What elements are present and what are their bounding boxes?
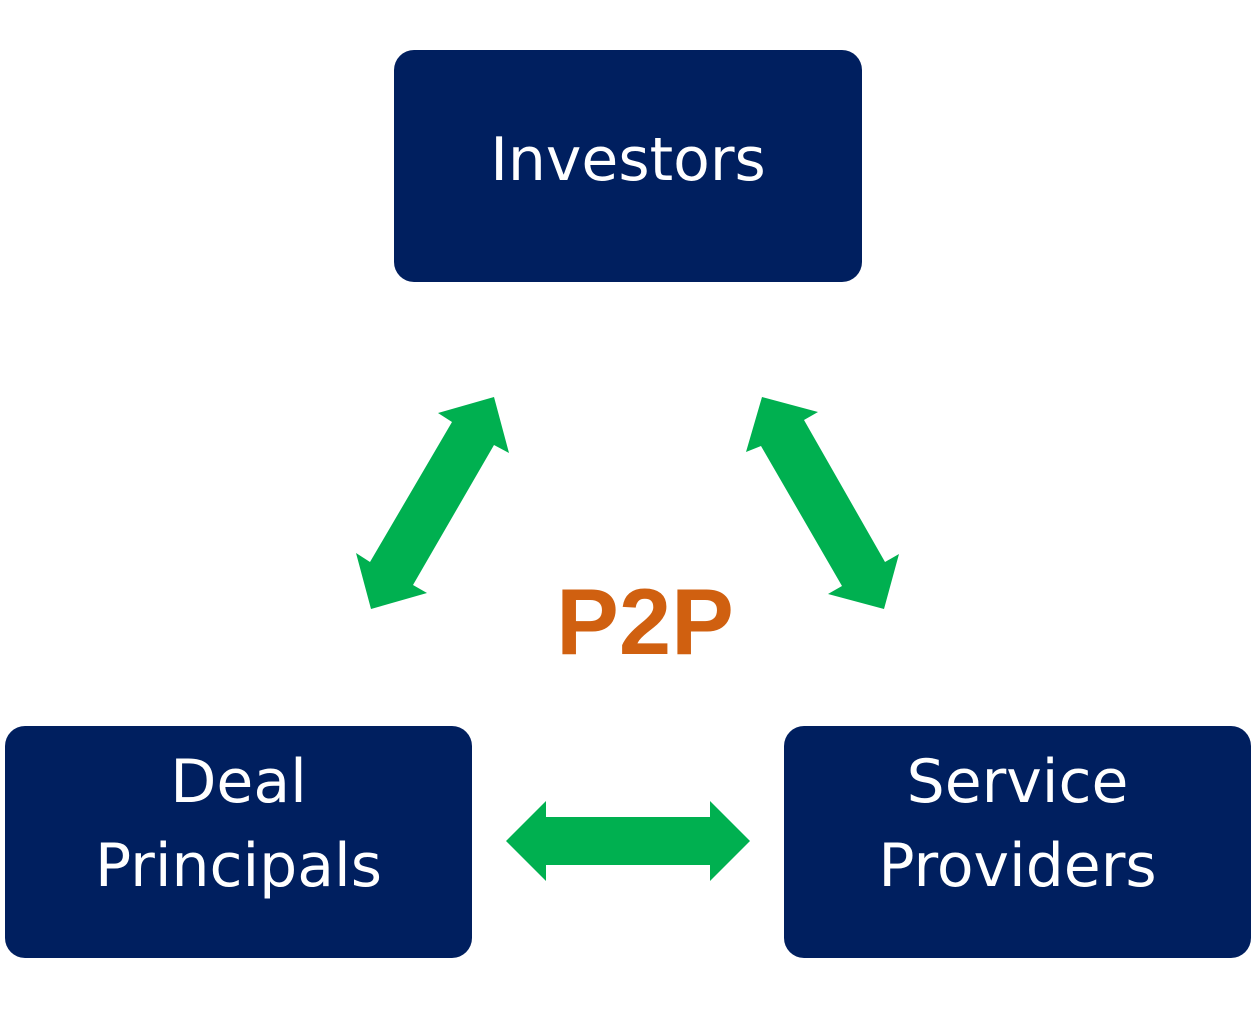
arrow-investors-service-providers: [746, 397, 899, 609]
deal-principals-line-2: Principals: [95, 831, 382, 901]
service-providers-node: Service Providers: [784, 726, 1251, 958]
service-providers-label: Service Providers: [878, 740, 1156, 908]
arrow-deal-principals-service-providers: [506, 801, 750, 881]
investors-node: Investors: [394, 50, 862, 282]
arrow-investors-deal-principals: [356, 397, 509, 609]
service-providers-line-1: Service: [906, 747, 1129, 817]
deal-principals-line-1: Deal: [170, 747, 307, 817]
investors-label: Investors: [490, 125, 766, 195]
deal-principals-label: Deal Principals: [95, 740, 382, 908]
p2p-label: P2P: [556, 569, 734, 674]
service-providers-line-2: Providers: [878, 831, 1157, 901]
deal-principals-node: Deal Principals: [5, 726, 472, 958]
